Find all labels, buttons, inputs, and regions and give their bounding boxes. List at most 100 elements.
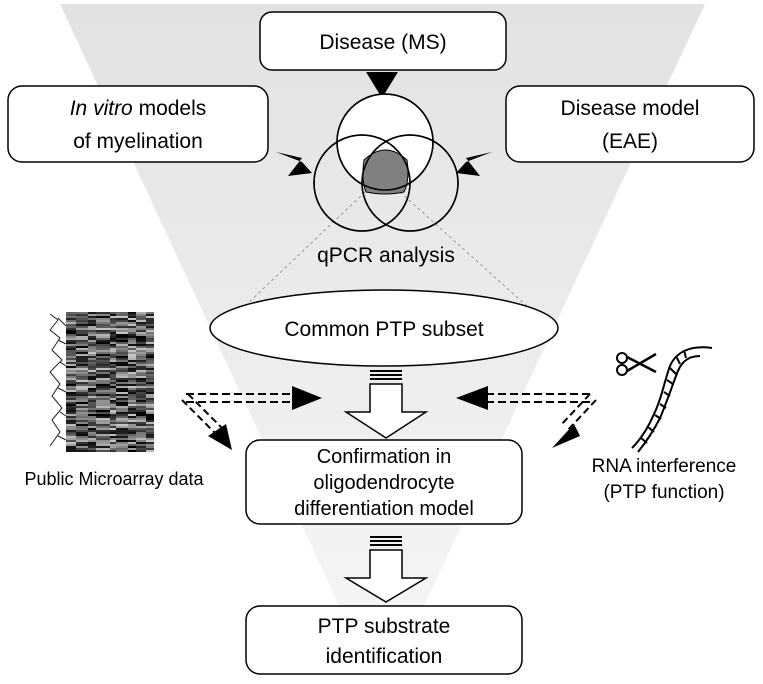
- heatmap-cell: [66, 330, 76, 332]
- heatmap-cell: [110, 334, 116, 336]
- heatmap-cell: [146, 392, 154, 394]
- heatmap-cell: [146, 354, 154, 356]
- heatmap-cell: [66, 344, 76, 346]
- heatmap-cell: [66, 362, 76, 364]
- heatmap-cell: [76, 368, 88, 370]
- heatmap-cell: [76, 384, 88, 386]
- heatmap-cell: [88, 370, 96, 372]
- heatmap-cell: [110, 324, 116, 326]
- confirmation-box: Confirmation in oligodendrocyte differen…: [245, 439, 523, 525]
- heatmap-cell: [116, 352, 128, 354]
- heatmap-cell: [88, 402, 96, 404]
- heatmap-cell: [146, 350, 154, 352]
- heatmap-cell: [76, 332, 88, 334]
- heatmap-cell: [110, 358, 116, 360]
- disease-ms-box: Disease (MS): [259, 11, 507, 71]
- heatmap-cell: [136, 338, 146, 340]
- heatmap-cell: [146, 388, 154, 390]
- heatmap-cell: [116, 312, 128, 314]
- heatmap-cell: [136, 426, 146, 428]
- heatmap-cell: [88, 420, 96, 422]
- heatmap-cell: [66, 442, 76, 444]
- heatmap-cell: [96, 400, 110, 402]
- heatmap-cell: [96, 316, 110, 318]
- heatmap-cell: [66, 422, 76, 424]
- heatmap-cell: [76, 424, 88, 426]
- arrow-from-invitro: [276, 152, 312, 176]
- heatmap-cell: [76, 362, 88, 364]
- heatmap-cell: [96, 360, 110, 362]
- heatmap-cell: [128, 356, 136, 358]
- heatmap-cell: [96, 362, 110, 364]
- heatmap-cell: [128, 374, 136, 376]
- heatmap-cell: [96, 442, 110, 444]
- heatmap-cell: [76, 394, 88, 396]
- heatmap-cell: [128, 388, 136, 390]
- rna-strand-icon: [631, 346, 713, 453]
- heatmap-cell: [66, 352, 76, 354]
- heatmap-cell: [76, 430, 88, 432]
- heatmap-cell: [146, 328, 154, 330]
- heatmap-cell: [136, 430, 146, 432]
- heatmap-cell: [128, 332, 136, 334]
- heatmap-cell: [76, 334, 88, 336]
- heatmap-cell: [96, 334, 110, 336]
- heatmap-cell: [146, 324, 154, 326]
- heatmap-cell: [136, 374, 146, 376]
- heatmap-cell: [66, 366, 76, 368]
- substrate-label-line1: PTP substrate: [318, 615, 451, 638]
- heatmap-cell: [146, 320, 154, 322]
- scissors-icon: [616, 352, 657, 376]
- heatmap-cell: [146, 416, 154, 418]
- heatmap-cell: [76, 322, 88, 324]
- heatmap-cell: [88, 330, 96, 332]
- heatmap-cell: [116, 360, 128, 362]
- heatmap-cell: [76, 378, 88, 380]
- heatmap-cell: [88, 416, 96, 418]
- heatmap-cell: [96, 332, 110, 334]
- heatmap-cell: [116, 422, 128, 424]
- heatmap-cell: [76, 338, 88, 340]
- heatmap-cell: [76, 374, 88, 376]
- heatmap-cell: [146, 430, 154, 432]
- heatmap-cell: [110, 330, 116, 332]
- heatmap-cell: [76, 410, 88, 412]
- heatmap-cell: [146, 444, 154, 446]
- heatmap-cell: [96, 388, 110, 390]
- heatmap-cell: [110, 340, 116, 342]
- heatmap-cell: [88, 372, 96, 374]
- heatmap-cell: [76, 342, 88, 344]
- heatmap-cell: [146, 364, 154, 366]
- heatmap-cell: [146, 394, 154, 396]
- heatmap-cell: [96, 354, 110, 356]
- heatmap-cell: [146, 376, 154, 378]
- heatmap-cell: [116, 418, 128, 420]
- heatmap-cell: [116, 344, 128, 346]
- heatmap-cell: [128, 334, 136, 336]
- heatmap-cell: [136, 316, 146, 318]
- heatmap-cell: [110, 414, 116, 416]
- heatmap-cell: [110, 424, 116, 426]
- heatmap-cell: [146, 414, 154, 416]
- heatmap-cell: [146, 438, 154, 440]
- heatmap-cell: [146, 372, 154, 374]
- heatmap-cell: [146, 330, 154, 332]
- heatmap-cell: [136, 402, 146, 404]
- heatmap-cell: [76, 442, 88, 444]
- heatmap-cell: [110, 446, 116, 448]
- heatmap-cell: [116, 326, 128, 328]
- rnai-label-line2: (PTP function): [603, 482, 724, 503]
- heatmap-cell: [136, 398, 146, 400]
- heatmap-cell: [96, 414, 110, 416]
- heatmap-cell: [128, 422, 136, 424]
- heatmap-cell: [146, 434, 154, 436]
- heatmap-cell: [146, 390, 154, 392]
- heatmap-cell: [66, 350, 76, 352]
- heatmap-cell: [76, 326, 88, 328]
- heatmap-cell: [128, 328, 136, 330]
- heatmap-cell: [110, 322, 116, 324]
- heatmap-cell: [110, 318, 116, 320]
- heatmap-cell: [128, 380, 136, 382]
- heatmap-cell: [136, 354, 146, 356]
- heatmap-cell: [88, 388, 96, 390]
